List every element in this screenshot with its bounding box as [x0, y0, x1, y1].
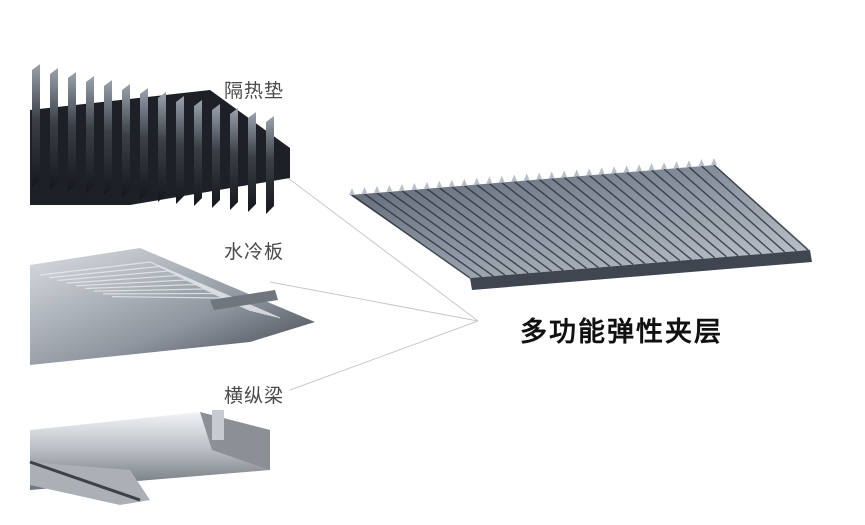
label-cold-plate: 水冷板	[224, 241, 285, 263]
elastic-layer-image	[349, 158, 812, 290]
leader-line-insulation	[287, 177, 479, 322]
leader-line-beam	[289, 320, 479, 391]
label-elastic-layer: 多功能弹性夹层	[520, 317, 723, 348]
leader-lines	[269, 177, 479, 391]
label-cross-beam: 横纵梁	[224, 385, 285, 407]
insulation-pad-image	[30, 64, 290, 214]
cold-plate-image	[30, 248, 315, 365]
label-insulation-pad: 隔热垫	[224, 80, 285, 102]
leader-line-cold-plate	[269, 281, 479, 322]
cross-beam-image	[29, 410, 270, 505]
